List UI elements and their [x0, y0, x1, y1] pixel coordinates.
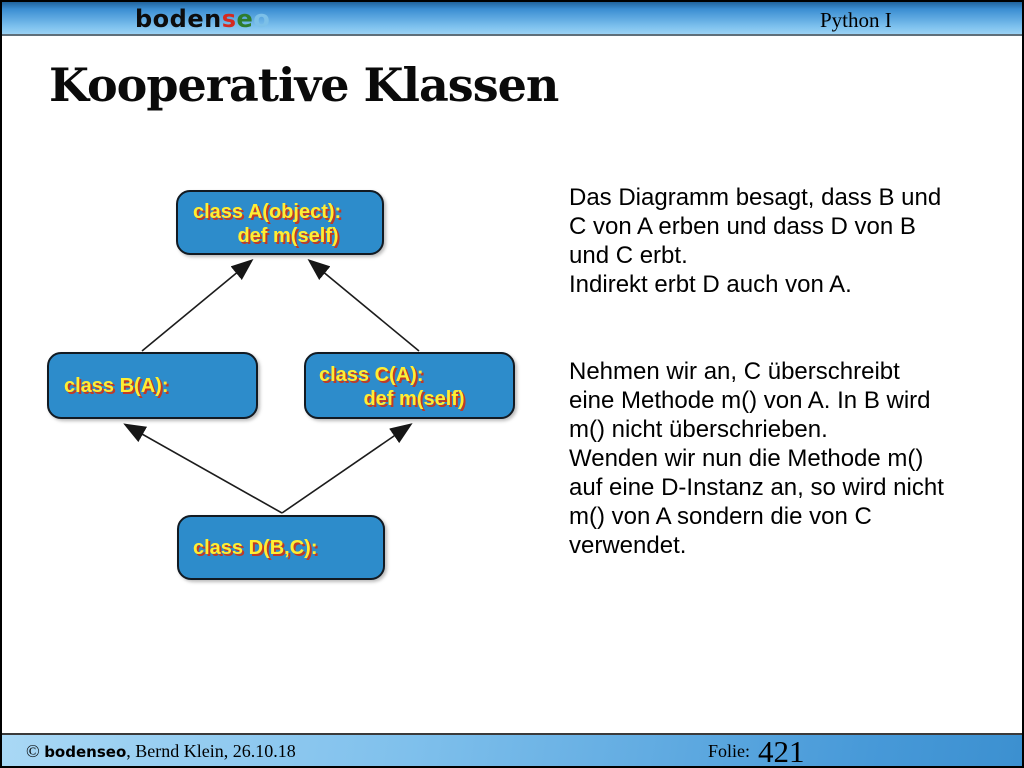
- class-b-node: class B(A):: [47, 352, 258, 419]
- edge-d-to-c: [281, 423, 413, 514]
- edge-d-to-b: [123, 423, 283, 514]
- copyright-symbol: ©: [26, 741, 45, 761]
- slide-number-value: 421: [758, 733, 805, 768]
- header-bar: bodenseo Python I: [2, 2, 1022, 36]
- bodenseo-logo: bodenseo: [135, 5, 270, 33]
- footer-logo-part-black: boden: [44, 743, 97, 761]
- class-inheritance-diagram: class A(object): def m(self) class B(A):…: [2, 142, 562, 612]
- footer-logo-part-red: s: [96, 743, 106, 761]
- footer-logo-part-green: e: [105, 743, 116, 761]
- page-title: Kooperative Klassen: [49, 58, 559, 112]
- logo-part-green: e: [236, 5, 254, 33]
- footer-author-date: , Bernd Klein, 26.10.18: [126, 741, 296, 761]
- class-c-node: class C(A): def m(self): [304, 352, 515, 419]
- explanation-paragraph-2: Nehmen wir an, C überschreibt eine Metho…: [569, 358, 944, 559]
- footer-bar: © bodenseo, Bernd Klein, 26.10.18 Folie:…: [2, 733, 1022, 766]
- class-a-node: class A(object): def m(self): [176, 190, 384, 255]
- footer-logo: bodenseo: [44, 743, 126, 761]
- footer-copyright: © bodenseo, Bernd Klein, 26.10.18: [26, 741, 296, 762]
- explanation-paragraph-1: Das Diagramm besagt, dass B und C von A …: [569, 184, 942, 298]
- slide-number-area: Folie: 421: [708, 733, 805, 768]
- logo-part-red: s: [221, 5, 237, 33]
- class-d-node: class D(B,C):: [177, 515, 385, 580]
- logo-part-blue: o: [253, 5, 271, 33]
- explanation-text: Das Diagramm besagt, dass B und C von A …: [569, 154, 1001, 589]
- edge-b-to-a: [141, 258, 254, 352]
- inheritance-arrows: [123, 258, 420, 514]
- logo-part-black: boden: [135, 5, 222, 33]
- edge-c-to-a: [307, 258, 420, 352]
- course-label: Python I: [820, 8, 892, 32]
- footer-logo-part-blue: o: [115, 743, 127, 761]
- slide-number-label: Folie:: [708, 741, 751, 761]
